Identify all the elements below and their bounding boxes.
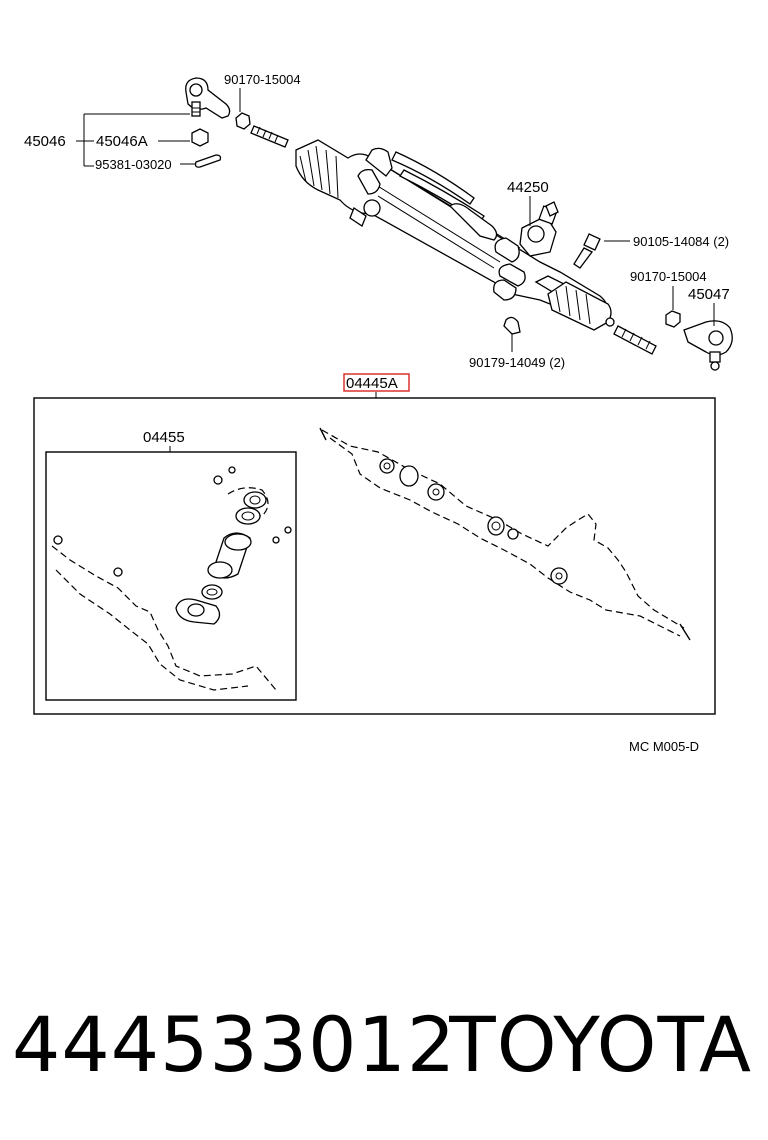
gasket-o-rings: [379, 458, 568, 585]
tie-rod-end-left: [185, 77, 231, 119]
clip-bracket: [503, 316, 521, 335]
right-bellows: [547, 281, 612, 331]
tie-rod-thread-right: [605, 317, 657, 355]
label-44250: 44250: [507, 179, 549, 196]
diagram-code: MC M005-D: [629, 739, 699, 754]
tie-rod-thread-left: [250, 125, 289, 148]
label-90105-14084: 90105-14084 (2): [633, 234, 729, 249]
steering-gear-valve: [519, 201, 559, 257]
label-95381-03020: 95381-03020: [95, 157, 172, 172]
tie-rod-end-right: [683, 320, 733, 371]
label-45047: 45047: [688, 286, 730, 303]
label-45046A: 45046A: [96, 133, 148, 150]
label-90170-15004-top: 90170-15004: [224, 72, 301, 87]
steering-rack-parts-diagram: 90170-15004 45046 45046A 95381-03020 442…: [24, 72, 733, 754]
part-number: 44453301​2: [12, 1000, 457, 1089]
lock-nut-right: [665, 310, 681, 328]
label-90170-15004-right: 90170-15004: [630, 269, 707, 284]
footer: 44453301​2 TOYOTA: [0, 990, 768, 1110]
brand-name: TOYOTA: [449, 1000, 752, 1089]
hose-bolt: [573, 233, 601, 269]
label-45046: 45046: [24, 133, 66, 150]
label-90179-14049: 90179-14049 (2): [469, 355, 565, 370]
gasket-kit-frame: [33, 397, 716, 715]
rack-gasket-outline: [319, 427, 691, 641]
lock-nut-left: [235, 112, 251, 130]
seal-gasket-outline: [51, 535, 277, 691]
seal-components: [175, 466, 292, 625]
label-04455: 04455: [143, 429, 185, 446]
cotter-pin-left: [194, 154, 222, 168]
seal-kit-frame: [45, 451, 297, 701]
castle-nut-left: [191, 128, 209, 147]
label-04445A: 04445A: [346, 375, 398, 392]
label-04445A-highlight: [343, 373, 410, 392]
